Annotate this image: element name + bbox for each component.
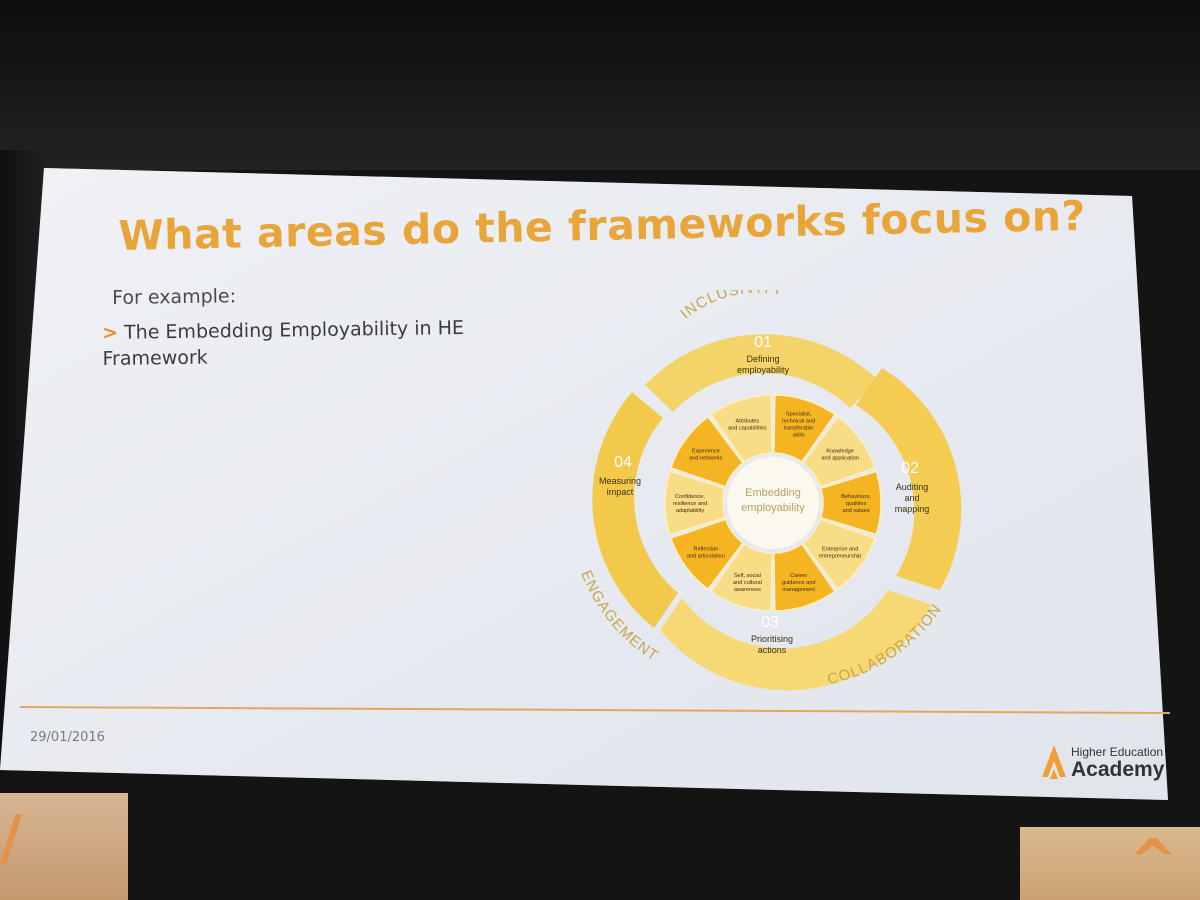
stage-banner-left: / (0, 793, 128, 900)
skills-segment-label: Behaviours, (841, 494, 871, 500)
outer-ring (592, 334, 962, 691)
bullet-text: The Embedding Employability in HE Framew… (102, 316, 465, 370)
stage-04-band (592, 392, 678, 628)
skills-segment (773, 394, 836, 464)
skills-segment-label: entrepreneurship (819, 553, 861, 559)
skills-segment-label: Career (790, 573, 807, 579)
skills-segment-label: guidance and (782, 580, 816, 586)
stage-04-line2: impact (607, 487, 634, 497)
skills-segment-label: Confidence, (675, 494, 705, 500)
bullet-arrow-icon: > (102, 321, 119, 344)
skills-segment (664, 470, 727, 536)
stage-banner-right: ^ (1020, 827, 1200, 900)
stage-02-number: 02 (901, 460, 919, 477)
arc-label-inclusivity: INCLUSIVITY (677, 290, 785, 323)
skills-segment-label: Reflection (693, 546, 718, 552)
hea-logo-icon (1042, 745, 1066, 779)
skills-segment (710, 394, 773, 464)
skills-segment-label: Knowledge (826, 449, 854, 455)
stage-03-number: 03 (761, 614, 779, 631)
banner-logo-right-icon: ^ (1128, 827, 1179, 897)
stage-03-band (660, 590, 932, 691)
stage-04-number: 04 (614, 454, 632, 471)
skills-segment-label: Attributes (736, 419, 760, 425)
stage-04-line1: Measuring (599, 476, 641, 486)
stage-02-line1: Auditing (896, 482, 929, 492)
stage-03-line2: actions (758, 645, 787, 655)
center-line-2: employability (741, 502, 805, 514)
skills-segment (710, 542, 773, 612)
skills-segment (669, 415, 744, 488)
skills-segment-label: Enterprise and (822, 546, 858, 552)
skills-segment (669, 518, 744, 591)
skills-segment-label: awareness (734, 587, 761, 593)
stage-01-number: 01 (754, 334, 772, 351)
stage-03-line1: Prioritising (751, 634, 793, 644)
skills-segment-label: adaptability (676, 508, 705, 514)
employability-framework-diagram: Specialist,technical andtransferableskil… (577, 290, 962, 691)
skills-segment-label: and values (842, 508, 869, 514)
stage-02-line3: mapping (895, 504, 930, 514)
skills-segment (802, 415, 877, 488)
skills-segment-label: and application (821, 456, 859, 462)
stage-01-line1: Defining (746, 354, 779, 364)
slide-subtitle: For example: (112, 285, 237, 309)
stage-02-line2: and (904, 493, 919, 503)
skills-segment-label: qualities (846, 501, 867, 507)
stage-02-band (856, 368, 962, 590)
skills-segment-label: Self, social (734, 573, 761, 579)
skills-segment (819, 470, 882, 536)
skills-segment-label: and networks (689, 456, 722, 462)
skills-segment (773, 542, 836, 612)
skills-segment-label: and capabilities (728, 426, 767, 432)
center-hole (727, 457, 819, 549)
skills-segment (802, 518, 877, 591)
skills-segment-label: skills (793, 433, 805, 439)
slide-date: 29/01/2016 (30, 730, 105, 745)
skills-segment-label: technical and (782, 419, 815, 425)
stage-01-band (645, 334, 878, 412)
skills-segment-label: management (782, 587, 815, 593)
logo-line-2: Academy (1071, 758, 1165, 781)
skills-segment-label: and articulation (687, 553, 725, 559)
skills-segment-label: Experience (692, 449, 720, 455)
center-line-1: Embedding (745, 487, 801, 499)
banner-logo-left-icon: / (0, 803, 22, 873)
logo-line-1: Higher Education (1071, 745, 1164, 759)
skills-segment-label: resilience and (673, 501, 708, 507)
dark-ceiling (0, 0, 1200, 170)
skills-segment-label: transferable (784, 426, 814, 432)
skills-segment-label: and cultural (733, 580, 762, 586)
bullet-item: >The Embedding Employability in HE Frame… (102, 314, 543, 372)
stage-01-line2: employability (737, 365, 790, 375)
skills-segment-label: Specialist, (786, 412, 812, 418)
skills-ring: Specialist,technical andtransferableskil… (664, 394, 882, 612)
